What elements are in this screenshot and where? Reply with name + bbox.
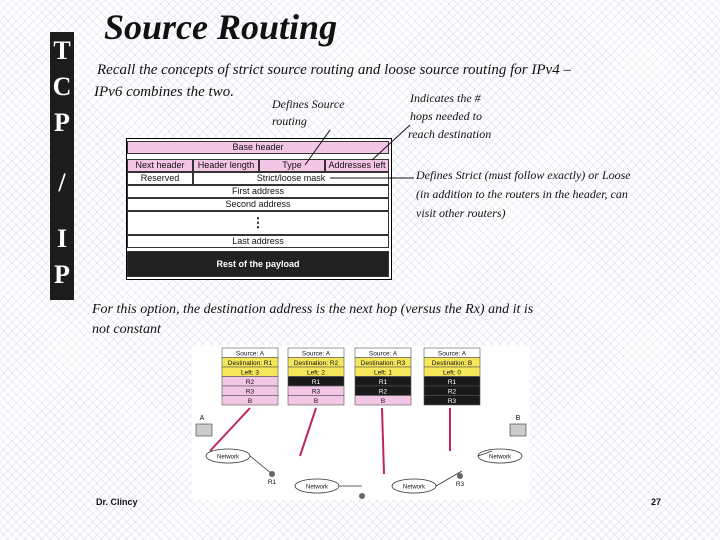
packet-cell-text: Source: A xyxy=(236,351,265,358)
packet-cell-text: R3 xyxy=(312,389,321,396)
side-letter: P xyxy=(54,108,70,137)
side-letter: C xyxy=(52,72,72,101)
network-link xyxy=(477,450,493,457)
router-icon xyxy=(359,493,365,499)
side-letter: I xyxy=(56,224,68,253)
packet-cell-text: R2 xyxy=(448,389,457,396)
packet-cell-text: Destination: R1 xyxy=(228,360,273,367)
side-letter: P xyxy=(54,260,70,289)
packet-cell-text: B xyxy=(314,398,318,405)
first-address-cell: First address xyxy=(127,185,389,198)
source-routing-pointer-line xyxy=(304,129,331,166)
reserved-cell: Reserved xyxy=(127,172,193,185)
option-note-1: For this option, the destination address… xyxy=(92,302,534,317)
packet-cell xyxy=(287,395,345,406)
packet-cell-text: B xyxy=(248,398,252,405)
host-a-computer-icon xyxy=(195,423,213,437)
hop-arrow xyxy=(299,407,317,457)
slide-title: Source Routing xyxy=(104,7,338,47)
addresses-left-cell: Addresses left xyxy=(325,159,389,172)
packet-cell xyxy=(423,395,481,406)
callout-hops-2: hops needed to xyxy=(410,109,482,123)
packet-cell-text: R3 xyxy=(246,389,255,396)
side-letter: T xyxy=(53,36,71,65)
packet-cell-text: Source: A xyxy=(302,351,331,358)
packet-cell-text: Source: A xyxy=(369,351,398,358)
packet-cell-text: R2 xyxy=(379,389,388,396)
hop-arrow xyxy=(209,407,251,452)
packet-cell-text: Destination: R3 xyxy=(361,360,406,367)
packet-cell-text: R2 xyxy=(246,379,255,386)
option-note-2: not constant xyxy=(92,322,161,337)
payload-cell: Rest of the payload xyxy=(127,251,389,277)
callout-source-routing-2: routing xyxy=(272,114,307,128)
packet-cell-text: R1 xyxy=(379,379,388,386)
network-label: Network xyxy=(217,455,240,461)
hops-pointer-line xyxy=(371,124,411,161)
footer-author: Dr. Clincy xyxy=(96,497,138,507)
footer-page-number: 27 xyxy=(651,497,662,507)
packet-cell-text: R3 xyxy=(448,398,457,405)
packet-cell xyxy=(221,395,279,406)
packet-cell-text: R1 xyxy=(448,379,457,386)
callout-hops-3: reach destination xyxy=(408,127,492,141)
base-header-cell: Base header xyxy=(127,141,389,154)
network-label: Network xyxy=(306,485,329,491)
callout-hops-1: Indicates the # xyxy=(410,91,481,105)
callout-strict-2: (in addition to the routers in the heade… xyxy=(416,187,628,201)
callout-strict-1: Defines Strict (must follow exactly) or … xyxy=(416,168,631,182)
network-label: Network xyxy=(489,455,512,461)
intro-line-1: Recall the concepts of strict source rou… xyxy=(97,62,571,78)
packet-cell-text: B xyxy=(381,398,385,405)
network-link xyxy=(249,455,273,475)
network-label: Network xyxy=(403,485,426,491)
last-address-cell: Last address xyxy=(127,235,389,248)
network-link xyxy=(435,470,463,487)
packet-cell-text: Destination: B xyxy=(432,360,472,367)
routing-header-figure: Base header Next header Header length Ty… xyxy=(126,138,392,280)
host-b-label: B xyxy=(516,415,521,422)
router-icon xyxy=(457,473,463,479)
router-icon xyxy=(269,471,275,477)
packet-cell-text: Left: 1 xyxy=(374,370,392,377)
callout-strict-3: visit other routers) xyxy=(416,206,506,220)
intro-line-2: IPv6 combines the two. xyxy=(94,84,234,100)
packet-cell-text: R1 xyxy=(312,379,321,386)
host-b-computer-icon xyxy=(509,423,527,437)
packet-cell-text: Source: A xyxy=(438,351,467,358)
side-letter: / xyxy=(58,168,66,197)
side-bar-tcp-ip: T C P / I P xyxy=(50,32,74,300)
type-cell: Type xyxy=(259,159,325,172)
ellipsis-cell: ⋮ xyxy=(127,211,389,235)
packet-cell-text: Destination: R2 xyxy=(294,360,339,367)
second-address-cell: Second address xyxy=(127,198,389,211)
callout-source-routing-1: Defines Source xyxy=(272,97,345,111)
router-label: R3 xyxy=(456,481,465,488)
host-a-label: A xyxy=(200,415,205,422)
packet-cell-text: Left: 3 xyxy=(241,370,259,377)
next-header-cell: Next header xyxy=(127,159,193,172)
header-length-cell: Header length xyxy=(193,159,259,172)
packet-cell-text: Left: 2 xyxy=(307,370,325,377)
packet-cell-text: Left: 0 xyxy=(443,370,461,377)
packet-cell xyxy=(354,395,412,406)
hop-arrow xyxy=(381,407,385,475)
router-label: R1 xyxy=(268,479,277,486)
